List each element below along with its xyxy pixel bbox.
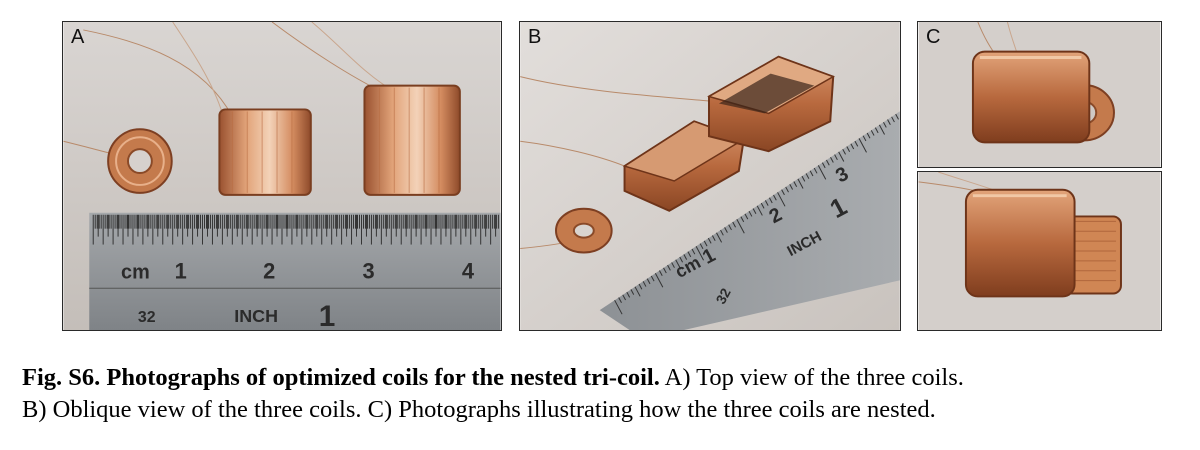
large-coil — [363, 84, 461, 196]
nesting-photo-1 — [918, 22, 1161, 167]
figure-panel-a: A — [62, 21, 502, 331]
panel-label-c: C — [926, 26, 941, 48]
panel-label-a: A — [71, 26, 85, 48]
ruler-a-cm-4: 4 — [462, 258, 475, 283]
figure-panel-b: B cm 1 2 3 32 INCH — [519, 21, 901, 331]
ruler-a-cm-2: 2 — [263, 258, 275, 283]
ruler-a-inch-label: INCH — [234, 306, 278, 326]
panel-label-b: B — [528, 26, 542, 48]
ruler-b-inch-32: 32 — [712, 285, 734, 306]
ruler-a-inch-32: 32 — [138, 309, 156, 326]
figure-caption: Fig. S6. Photographs of optimized coils … — [22, 362, 1192, 426]
ruler-a-cm-unit: cm — [121, 261, 150, 283]
ruler-a-cm-3: 3 — [362, 258, 374, 283]
caption-part-a: A) Top view of the three coils. — [659, 364, 964, 391]
large-coil-oblique — [707, 55, 835, 153]
ruler-a-inch-1: 1 — [319, 300, 336, 330]
figure-panel-c-top: C — [917, 21, 1162, 168]
caption-line-1: Fig. S6. Photographs of optimized coils … — [22, 362, 1192, 394]
caption-line-2: B) Oblique view of the three coils. C) P… — [22, 396, 936, 423]
middle-coil — [218, 108, 312, 196]
nesting-photo-2 — [918, 172, 1161, 330]
ruler-a-cm-1: 1 — [175, 258, 187, 283]
oblique-view-photo: cm 1 2 3 32 INCH 1 — [520, 22, 900, 330]
steel-ruler-b: cm 1 2 3 32 INCH 1 — [599, 111, 900, 330]
caption-title: Fig. S6. Photographs of optimized coils … — [22, 364, 660, 391]
figure-panel-c-bottom — [917, 171, 1162, 331]
top-view-photo: cm 1 2 3 4 32 INCH 1 — [63, 22, 501, 330]
steel-ruler-a: cm 1 2 3 4 32 INCH 1 — [89, 212, 501, 330]
